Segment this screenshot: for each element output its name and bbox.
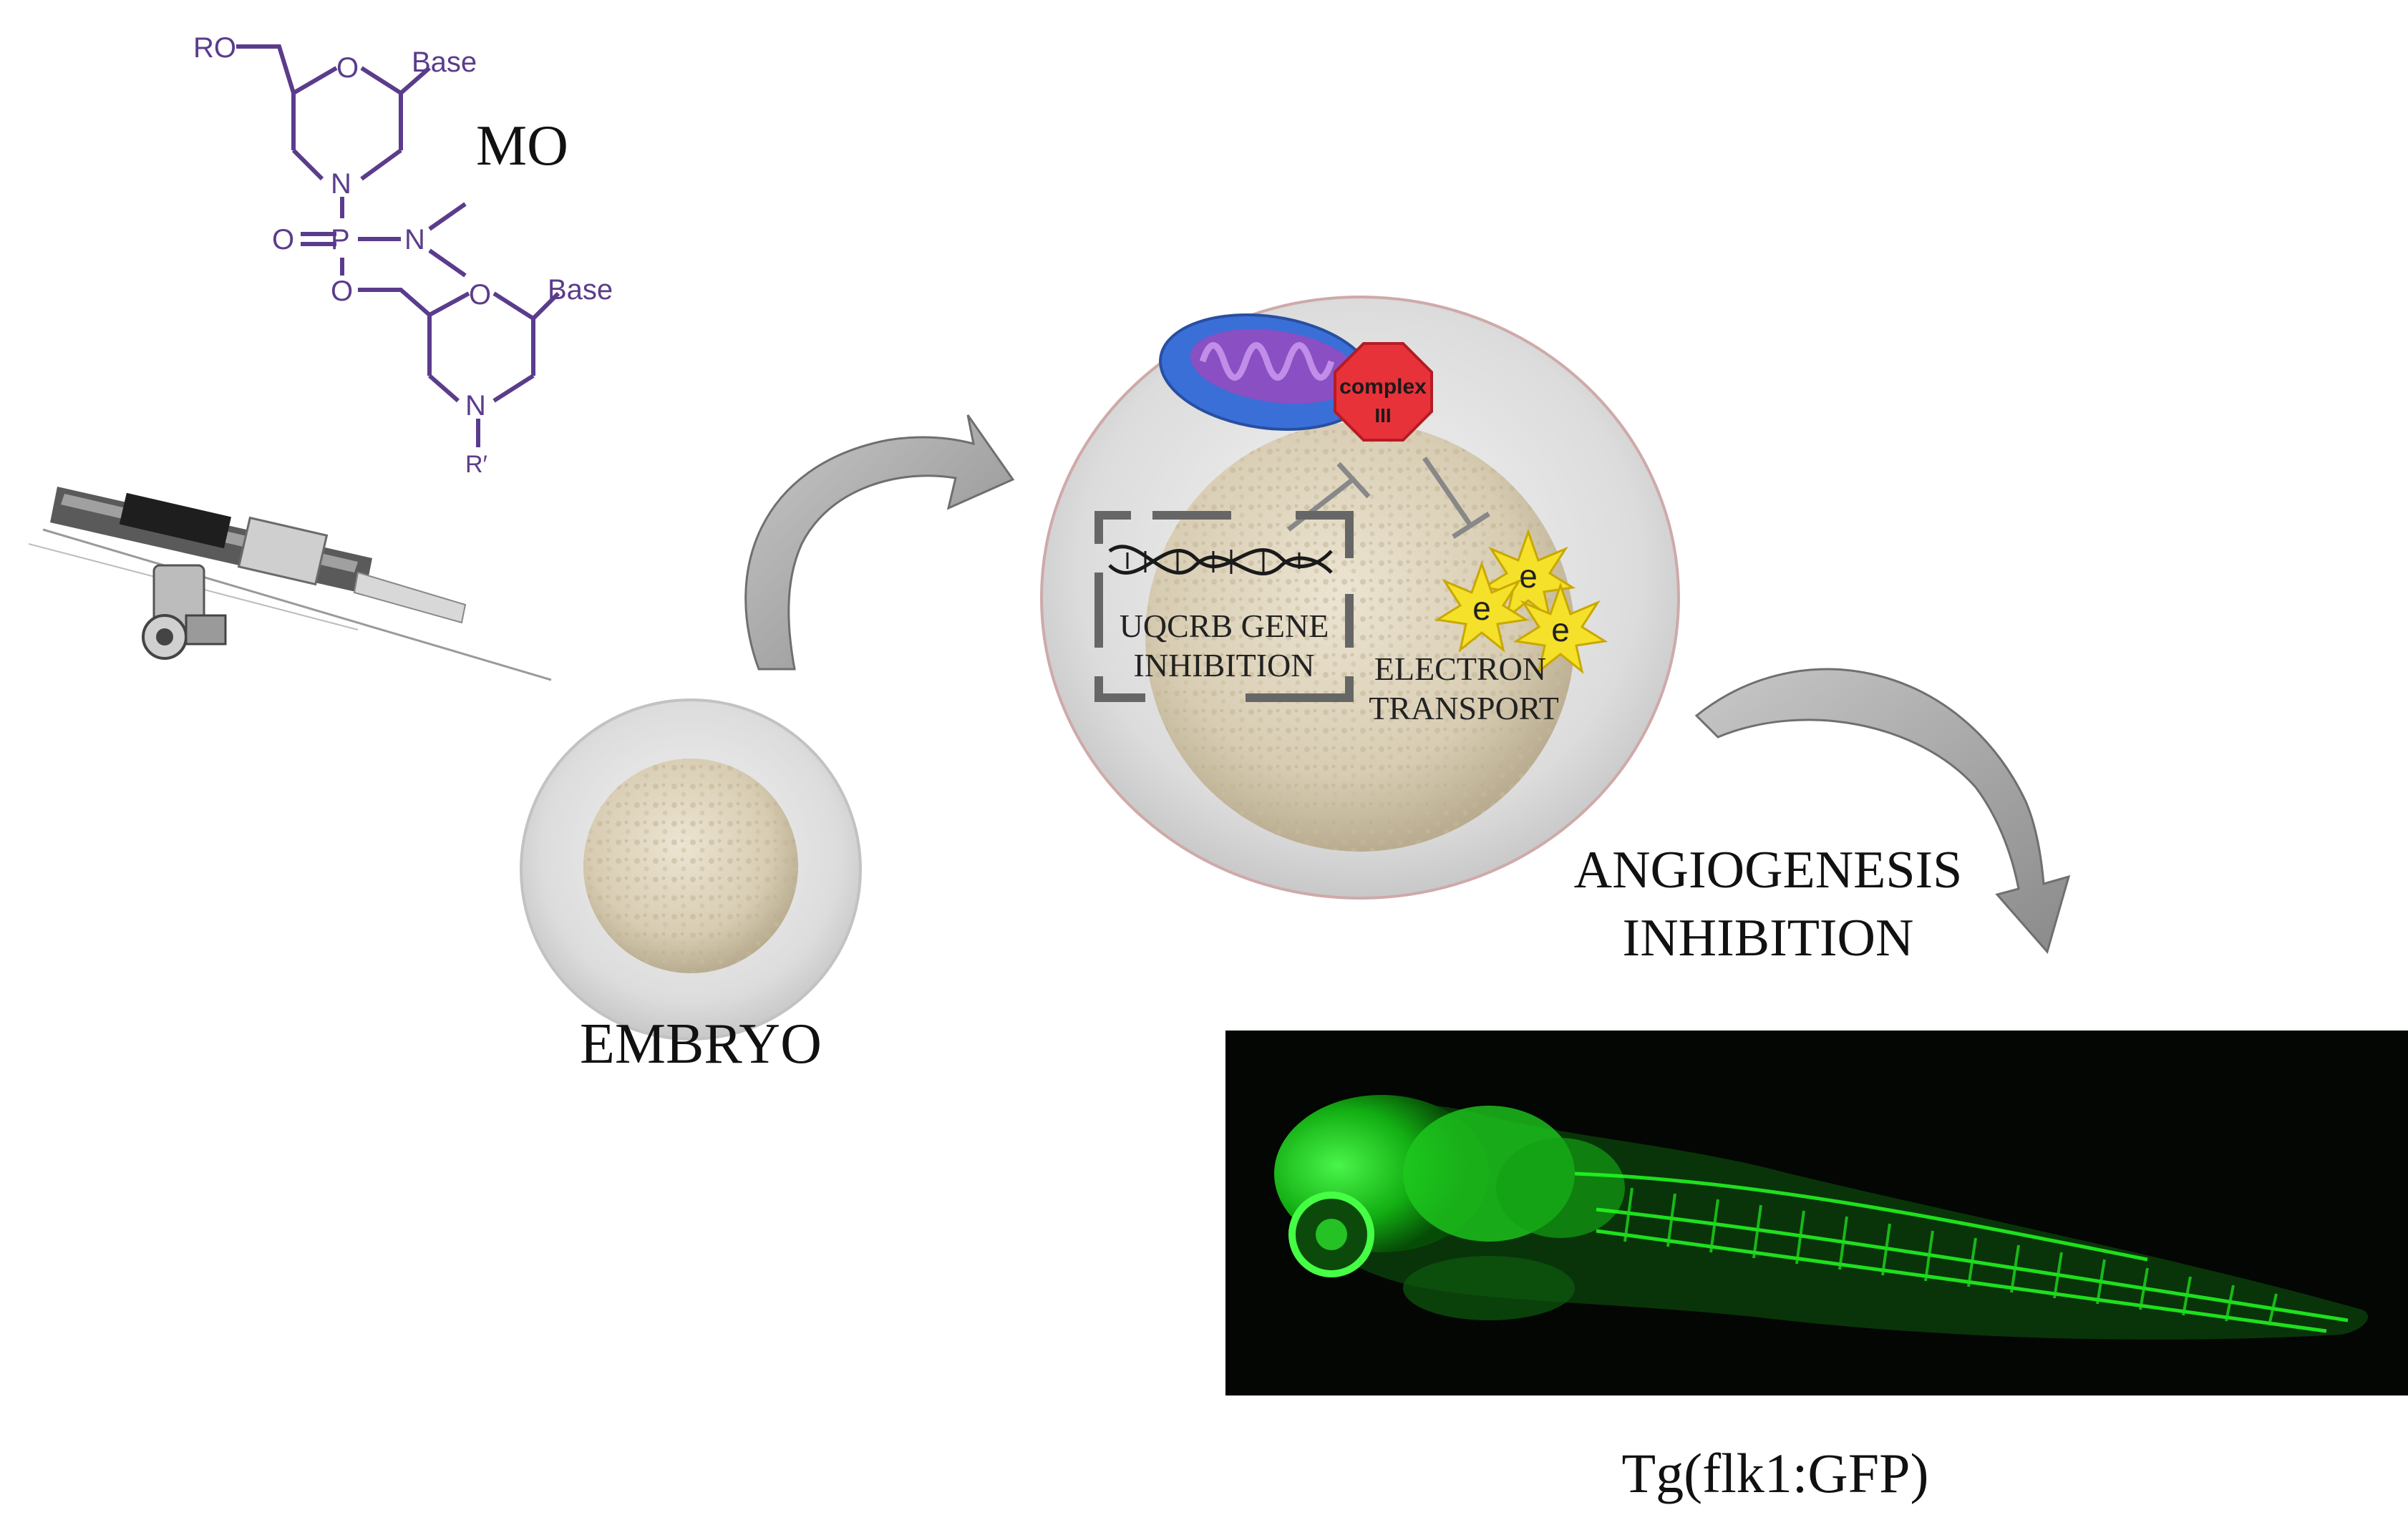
morpholino-atom-labels: RO O Base N O P N O O Base N R′ [193, 32, 613, 478]
atom-o-link: O [331, 276, 353, 307]
electron-transport-line2: TRANSPORT [1369, 690, 1559, 726]
atom-base-top: Base [412, 47, 477, 78]
mo-label: MO [476, 115, 568, 177]
atom-n-bottom: N [465, 390, 486, 422]
atom-o-ring-bottom: O [469, 279, 491, 311]
angiogenesis-label-line2: INHIBITION [1623, 909, 1914, 968]
electron-symbol: e [1551, 611, 1570, 648]
atom-n-dimethyl: N [404, 224, 425, 255]
electron-star-icon: e [1434, 560, 1530, 653]
atom-ro: RO [193, 32, 236, 64]
inhibition-arrows [1286, 457, 1490, 539]
atom-r-prime: R′ [465, 451, 487, 478]
gene-inhibition-line1: UQCRB GENE [1120, 608, 1329, 644]
complex-iii-label-line2: III [1374, 404, 1391, 427]
embryo-label: EMBRYO [580, 1013, 822, 1076]
electron-burst-group: e e e [1434, 528, 1608, 674]
atom-base-bottom: Base [548, 274, 613, 306]
electron-transport-line1: ELECTRON [1374, 651, 1546, 687]
dna-helix-icon [1108, 545, 1333, 576]
embryo-illustration [520, 698, 862, 1041]
arrow-embryo-to-cell [744, 414, 1015, 671]
gene-inhibition-line2: INHIBITION [1134, 647, 1315, 683]
electron-symbol: e [1519, 557, 1538, 595]
angiogenesis-label-line1: ANGIOGENESIS [1574, 841, 1963, 900]
atom-p: P [331, 224, 350, 255]
atom-o-double: O [272, 224, 294, 255]
microinjector-icon [28, 487, 552, 681]
electron-star-icon: e [1513, 582, 1608, 674]
arrow-cell-to-fish [1694, 668, 2071, 955]
zebrafish-fluorescence-image [1225, 1031, 2408, 1395]
gene-inhibition-box [1094, 511, 1354, 702]
fish-caption: Tg(flk1:GFP) [1622, 1442, 1929, 1504]
atom-n-top: N [331, 168, 351, 200]
complex-iii-badge: complex III [1334, 342, 1433, 442]
electron-star-icon: e [1480, 528, 1576, 620]
mitochondrion-icon [1159, 313, 1375, 432]
complex-iii-label-line1: complex [1339, 375, 1427, 399]
atom-o-ring-top: O [336, 52, 359, 84]
electron-symbol: e [1472, 590, 1491, 627]
morpholino-structure [236, 44, 560, 447]
